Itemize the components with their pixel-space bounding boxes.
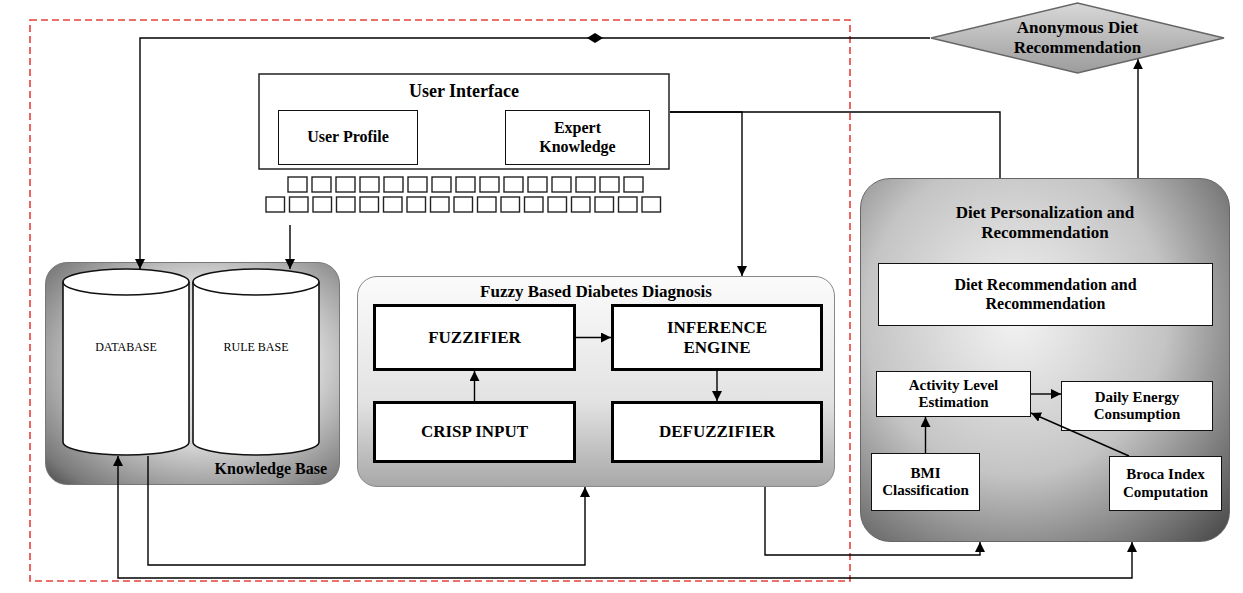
connector (670, 112, 742, 276)
connector (716, 371, 717, 401)
node-label: Expert Knowledge (528, 119, 628, 156)
process-box: CRISP INPUT (373, 401, 576, 463)
process-box: FUZZIFIER (373, 304, 576, 371)
process-box: INFERENCE ENGINE (611, 304, 823, 371)
keyboard-key (456, 177, 475, 192)
keyboard-key (337, 197, 356, 212)
keyboard-key (552, 177, 571, 192)
process-box: Activity Level Estimation (876, 371, 1031, 417)
keyboard-key (501, 197, 520, 212)
process-box: DEFUZZIFIER (611, 401, 823, 463)
connector (474, 371, 475, 401)
cylinder-body (63, 269, 189, 455)
node-label: DATABASE (95, 341, 157, 355)
node-label: FUZZIFIER (428, 328, 521, 348)
keyboard-key (431, 197, 450, 212)
keyboard-key (288, 177, 307, 192)
cylinder-rim (63, 282, 189, 295)
node-label: Activity Level Estimation (894, 377, 1014, 412)
node-label: Anonymous Diet Recommendation (1003, 18, 1153, 57)
node-label: CRISP INPUT (421, 422, 528, 442)
cylinder-body (193, 269, 319, 455)
rulebase-cylinder: RULE BASE (191, 269, 321, 456)
keyboard-key (576, 177, 595, 192)
node-label: DEFUZZIFIER (659, 422, 775, 442)
connector (1031, 413, 1129, 456)
diamond-outline (931, 3, 1224, 73)
connector (289, 225, 290, 269)
screen-outline (259, 74, 669, 169)
connector (1137, 59, 1138, 178)
node-label: Daily Energy Consumption (1082, 389, 1192, 424)
keyboard-key (312, 177, 331, 192)
connector (765, 487, 980, 555)
keyboard-key (600, 177, 619, 192)
node-outline (191, 269, 321, 456)
connector (148, 456, 585, 565)
connector (1031, 393, 1061, 394)
keyboard-key (595, 197, 614, 212)
node-label: INFERENCE ENGINE (642, 318, 792, 357)
keyboard-key (266, 197, 285, 212)
database-cylinder: DATABASE (61, 269, 191, 456)
keyboard-key (290, 197, 309, 212)
keyboard-key (454, 197, 473, 212)
process-box: Daily Energy Consumption (1061, 381, 1213, 431)
keyboard-key (313, 197, 332, 212)
user-interface: User InterfaceUser Profile Expert Knowled… (258, 73, 670, 225)
node-label: RULE BASE (223, 341, 288, 355)
keyboard-key (624, 177, 643, 192)
keyboard-key (478, 197, 497, 212)
keyboard-key (336, 177, 355, 192)
connector (118, 456, 1132, 578)
node-label: Diet Recommendation and Recommendation (921, 276, 1171, 313)
keyboard-key (619, 197, 638, 212)
keyboard-key (384, 177, 403, 192)
knowledge-panel: Knowledge Base DATABASE RULE BASE (45, 262, 340, 485)
keyboard-key (480, 177, 499, 192)
node-label: Knowledge Base (215, 460, 327, 478)
node-label: User Profile (307, 128, 389, 146)
knowledge-box: Expert Knowledge (505, 110, 650, 165)
keyboard-key (360, 197, 379, 212)
connector (670, 112, 1000, 178)
node-label: Broca Index Computation (1116, 466, 1216, 501)
node-label: User Interface (409, 81, 519, 102)
process-box: Diet Recommendation and Recommendation (878, 263, 1213, 326)
keyboard-key (384, 197, 403, 212)
process-box: Broca Index Computation (1109, 456, 1222, 511)
profile-box: User Profile (278, 110, 418, 165)
diagnosis-panel: Fuzzy Based Diabetes DiagnosisFUZZIFIER I… (357, 276, 835, 487)
keyboard-key (548, 197, 567, 212)
keyboard-key (504, 177, 523, 192)
keyboard-key (642, 197, 661, 212)
node-outline (61, 269, 191, 456)
cylinder-rim (193, 282, 319, 295)
output-diamond: Anonymous Diet Recommendation (930, 2, 1225, 74)
process-box: BMI Classification (871, 453, 980, 511)
connector (576, 337, 611, 338)
system-boundary (30, 20, 850, 581)
node-label: Fuzzy Based Diabetes Diagnosis (480, 282, 712, 302)
connector (140, 38, 930, 269)
keyboard-key (572, 197, 591, 212)
keyboard-key (528, 177, 547, 192)
connector (925, 417, 926, 453)
keyboard-key (360, 177, 379, 192)
diet-panel: Diet Personalization and RecommendationD… (860, 178, 1230, 542)
node-label: Diet Personalization and Recommendation (915, 203, 1175, 242)
keyboard-key (408, 177, 427, 192)
node-label: BMI Classification (878, 465, 974, 500)
keyboard-key (432, 177, 451, 192)
keyboard-key (407, 197, 426, 212)
keyboard-key (525, 197, 544, 212)
